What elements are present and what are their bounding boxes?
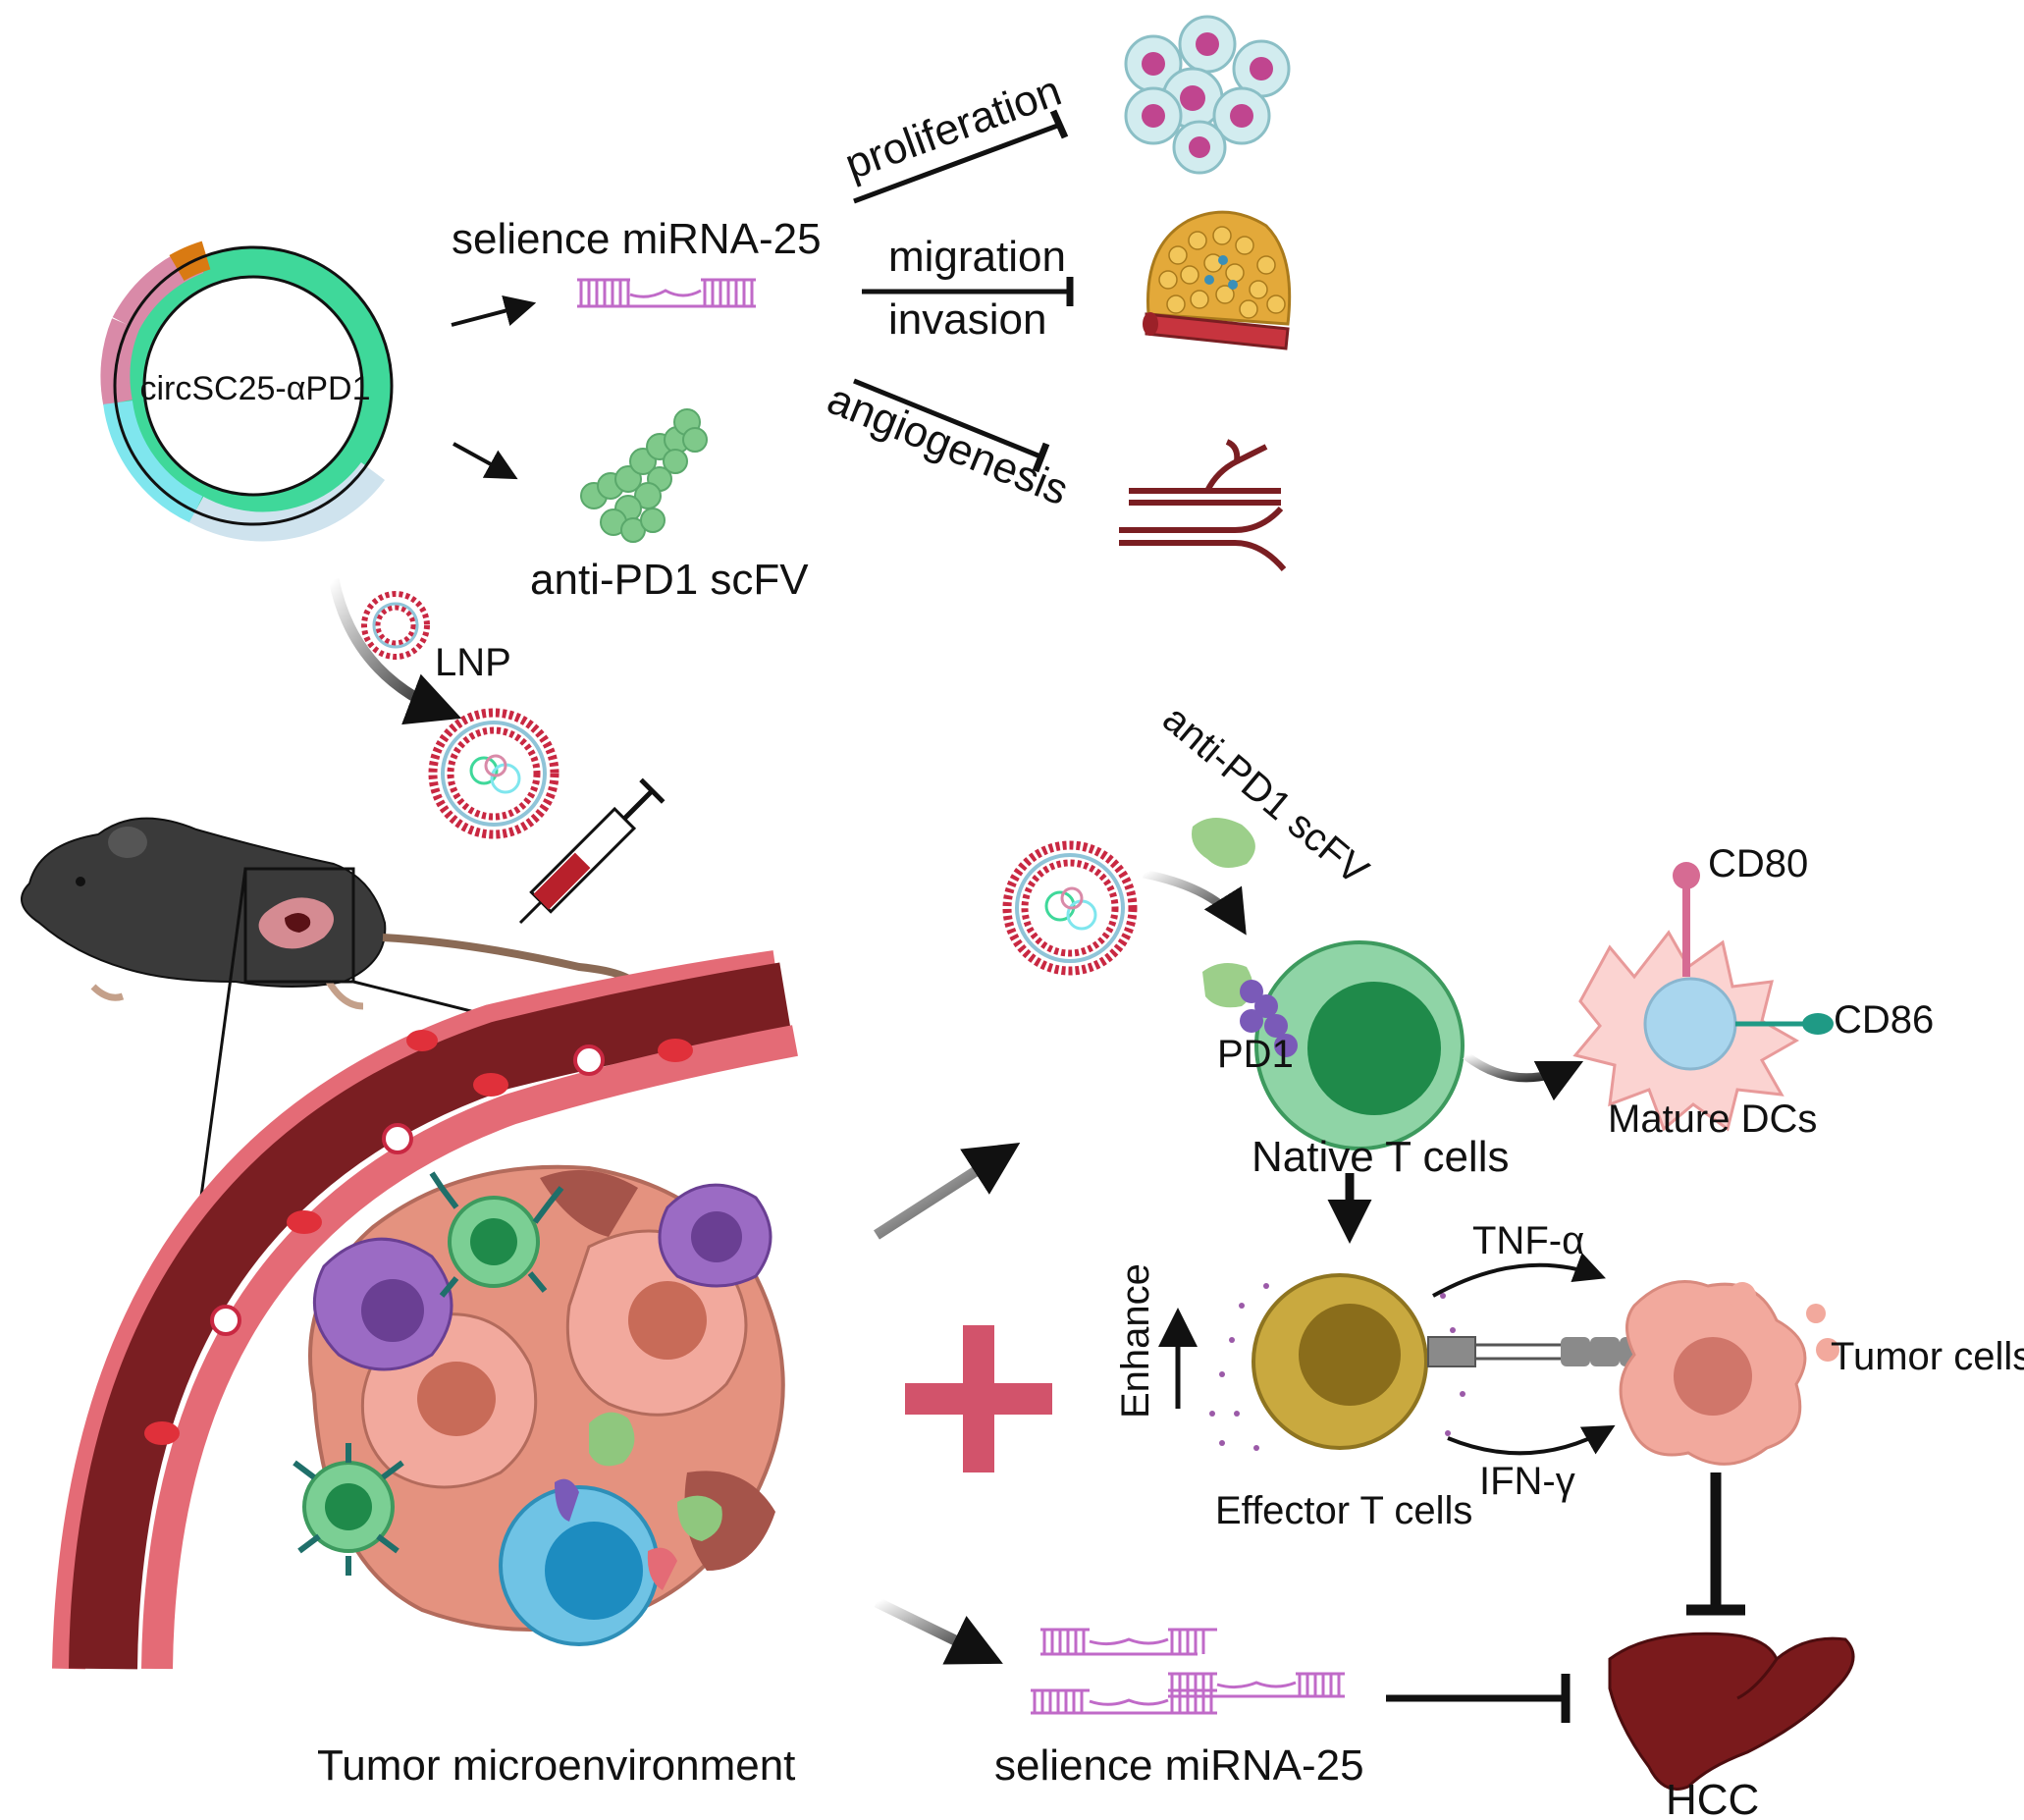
ifn-label: IFN-γ (1479, 1460, 1575, 1503)
tumor-microenvironment-label: Tumor microenvironment (317, 1741, 795, 1790)
scfv-blob-right (1192, 817, 1255, 868)
tumor-cells-label: Tumor cells (1831, 1335, 2024, 1378)
migration-label: migration (888, 233, 1066, 281)
lnp-small (361, 591, 430, 660)
invasion-label: invasion (888, 295, 1046, 344)
cd86-label: CD86 (1834, 998, 1934, 1042)
effector-t-cells-label: Effector T cells (1215, 1489, 1472, 1532)
lnp-right (1002, 840, 1138, 976)
mirna-strands-bottom (1031, 1628, 1345, 1715)
arrow-tme-to-mirna (874, 1597, 1003, 1665)
pd1-label: PD1 (1217, 1033, 1294, 1076)
silence-mirna-bottom-label: selience miRNA-25 (994, 1741, 1364, 1790)
effector-t-cell (1209, 1273, 1649, 1451)
angiogenesis-label: angiogenesis (821, 375, 1075, 515)
arrow-to-mirna (451, 295, 537, 327)
arrow-tcell-to-dc (1463, 1051, 1584, 1101)
native-t-cell (1202, 940, 1465, 1151)
lnp-curved-arrow (328, 577, 462, 725)
mature-dcs-label: Mature DCs (1608, 1097, 1817, 1141)
arrow-to-scfv (453, 442, 518, 480)
mirna-to-hcc-inhibition (1386, 1674, 1571, 1723)
mirna-strand-top (577, 278, 756, 308)
enhance-label: Enhance (1114, 1263, 1157, 1419)
mature-dc (1572, 862, 1834, 1132)
angiogenesis-inhibition: angiogenesis (821, 375, 1075, 515)
plasmid-circle: circSC25-αPD1 (100, 241, 394, 542)
invading-tumor-image (1143, 210, 1292, 350)
blood-vessels-image (1119, 439, 1287, 571)
proliferating-cells-image (1124, 15, 1291, 175)
arrow-lnp-to-tcell (1143, 869, 1247, 936)
arrow-tme-to-tcells (874, 1143, 1021, 1240)
cd80-label: CD80 (1708, 842, 1808, 885)
tumor-cell (1619, 1280, 1839, 1466)
scfv-molecule-top (580, 408, 708, 543)
ifn-arrow (1447, 1424, 1616, 1456)
plasmid-label: circSC25-αPD1 (139, 370, 370, 407)
native-t-cells-label: Native T cells (1252, 1133, 1509, 1181)
tumor-to-hcc-inhibition (1686, 1472, 1745, 1616)
syringe-icon (518, 777, 666, 925)
lnp-label: LNP (435, 641, 511, 684)
liver-image (1608, 1632, 1855, 1791)
blood-vessel-arc (52, 950, 798, 1670)
proliferation-label: proliferation (839, 67, 1068, 189)
tumor-microenvironment-image (293, 1164, 785, 1646)
silence-mirna-top-label: selience miRNA-25 (452, 215, 822, 263)
tnf-arrow (1432, 1253, 1606, 1298)
lnp-loaded (428, 708, 559, 839)
proliferation-inhibition: proliferation (839, 67, 1069, 204)
migration-inhibition: migration invasion (862, 233, 1074, 344)
tnf-label: TNF-α (1472, 1219, 1584, 1262)
anti-pd1-right-label: anti-PD1 scFV (1154, 697, 1376, 893)
plus-symbol (905, 1325, 1052, 1472)
anti-pd1-top-label: anti-PD1 scFV (530, 556, 809, 604)
hcc-label: HCC (1666, 1776, 1759, 1820)
